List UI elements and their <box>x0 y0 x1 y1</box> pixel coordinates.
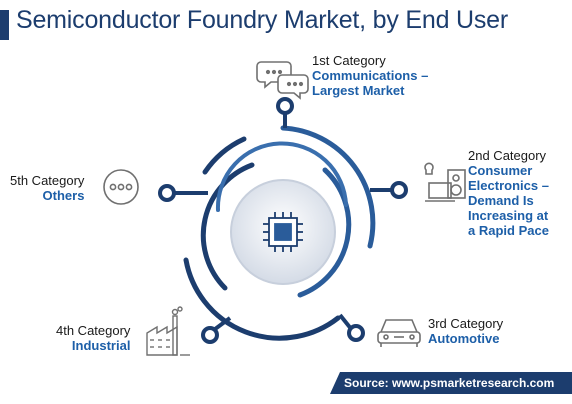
category-1st: 1st Category Communications – Largest Ma… <box>312 53 428 98</box>
category-5th-description: Others <box>42 188 85 203</box>
node-4th-category <box>201 326 219 344</box>
ring-arc-mid-2 <box>297 167 352 298</box>
ellipsis-icon <box>103 169 139 205</box>
category-2nd-description: Consumer Electronics – Demand Is Increas… <box>468 163 549 238</box>
ring-arc-outer-2 <box>183 257 341 341</box>
category-1st-description: Communications – Largest Market <box>312 68 429 98</box>
node-3rd-category <box>347 324 365 342</box>
category-2nd: 2nd Category Consumer Electronics – Dema… <box>468 148 549 238</box>
category-4th-description: Industrial <box>71 338 131 353</box>
category-5th-label: 5th Category <box>10 173 85 188</box>
source-banner: Source: www.psmarketresearch.com <box>330 372 572 394</box>
ring-arc-inner <box>215 141 348 212</box>
category-4th: 4th Category Industrial <box>56 323 130 353</box>
category-2nd-label: 2nd Category <box>468 148 547 163</box>
electronics-icon <box>424 162 466 202</box>
category-1st-label: 1st Category <box>312 53 386 68</box>
factory-icon <box>146 306 190 356</box>
category-3rd-description: Automotive <box>428 331 500 346</box>
category-5th: 5th Category Others <box>10 173 84 203</box>
node-5th-category <box>158 184 176 202</box>
car-icon <box>377 319 421 347</box>
node-2nd-category <box>390 181 408 199</box>
chip-icon <box>263 212 303 252</box>
page-title: Semiconductor Foundry Market, by End Use… <box>16 6 509 34</box>
node-1st-category <box>276 97 294 115</box>
title-accent-bar <box>0 10 9 40</box>
ring-arc-outer-1 <box>280 125 376 249</box>
ring-arc-outer-3 <box>202 136 247 175</box>
chat-bubbles-icon <box>256 61 309 100</box>
category-3rd: 3rd Category Automotive <box>428 316 503 346</box>
category-3rd-label: 3rd Category <box>428 316 504 331</box>
category-4th-label: 4th Category <box>56 323 131 338</box>
ring-arc-mid-1 <box>200 162 255 291</box>
